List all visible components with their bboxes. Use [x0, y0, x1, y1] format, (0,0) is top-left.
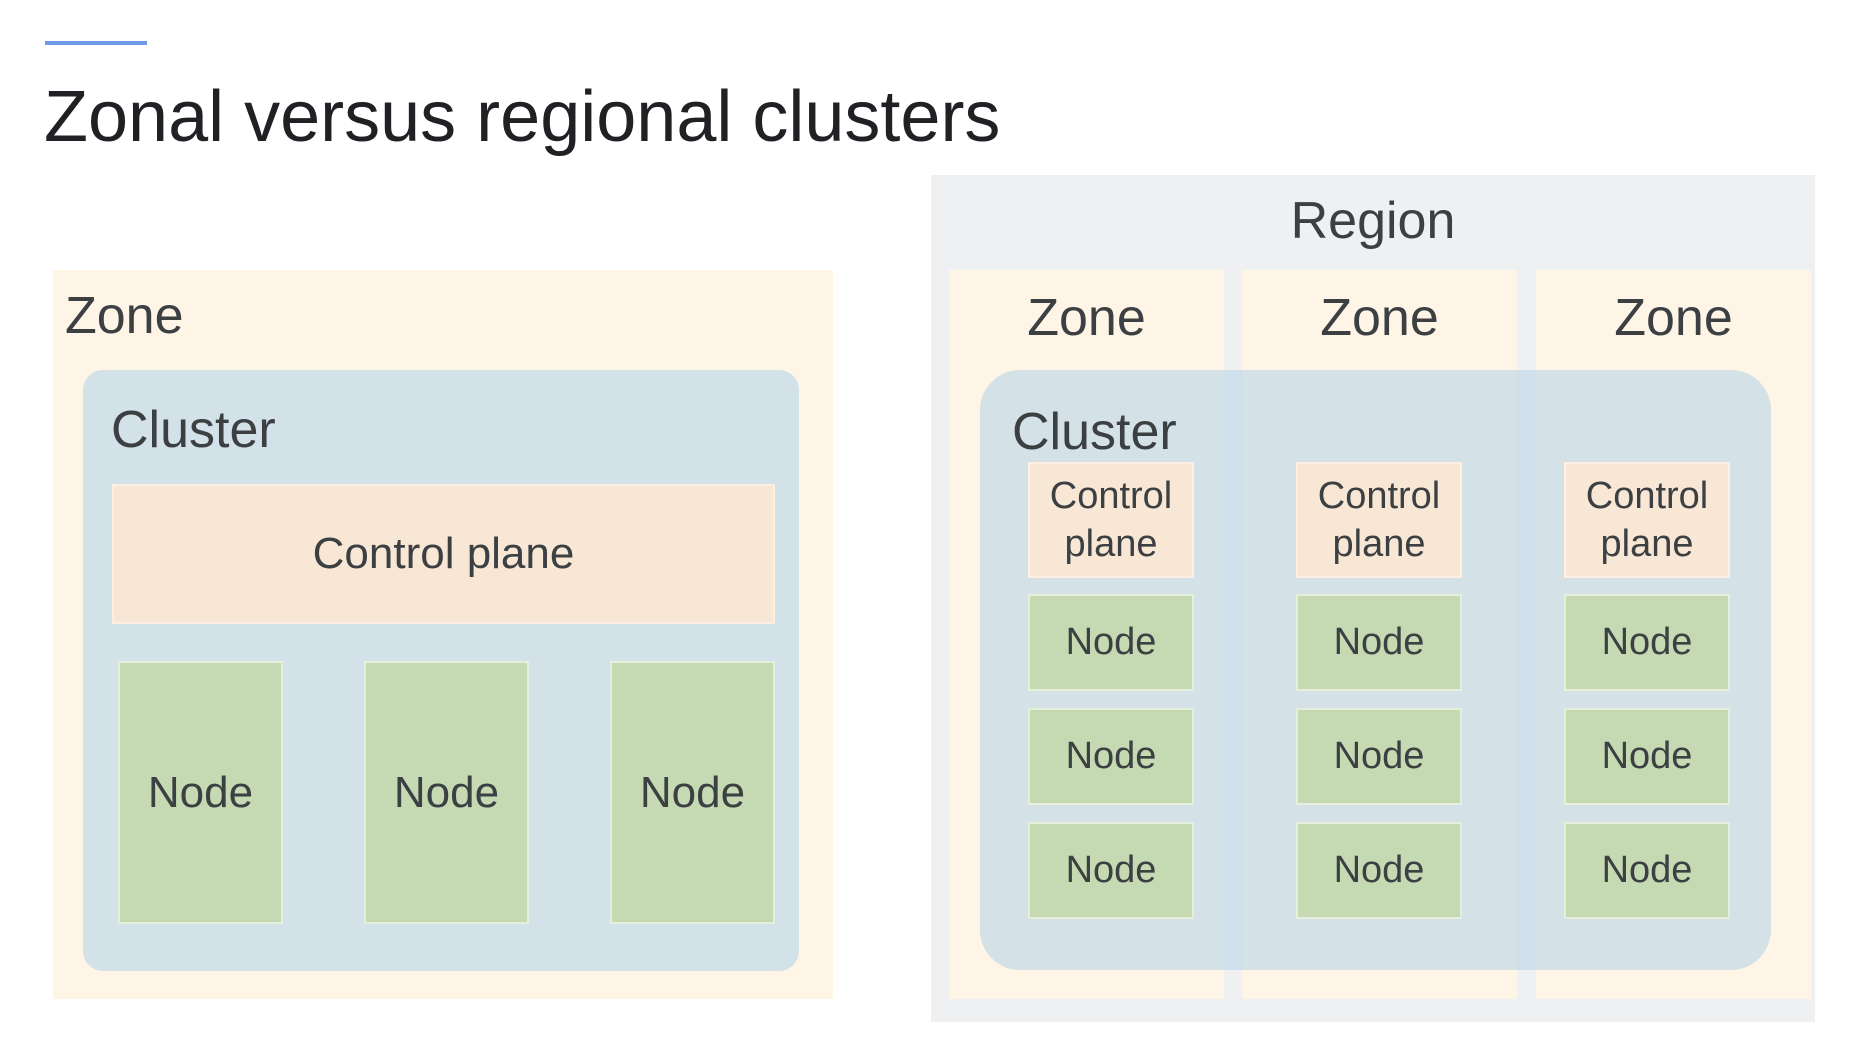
regional-cluster-label: Cluster	[1012, 403, 1177, 461]
regional-control-plane-2-label: Control plane	[1317, 475, 1441, 565]
regional-zone-3-node-2: Node	[1564, 708, 1730, 805]
regional-zone-1-node-2-label: Node	[1065, 735, 1157, 777]
zonal-node-2: Node	[364, 661, 529, 924]
regional-control-plane-3-label: Control plane	[1585, 475, 1709, 565]
region: Region Zone Zone Zone Cluster Control pl…	[931, 175, 1815, 1022]
regional-control-plane-1-label: Control plane	[1049, 475, 1173, 565]
zonal-zone-label: Zone	[65, 287, 184, 345]
regional-zone-3-node-1: Node	[1564, 594, 1730, 691]
regional-zone-1-node-3: Node	[1028, 822, 1194, 919]
title-accent-rule	[45, 41, 147, 45]
zonal-control-plane-label: Control plane	[312, 529, 575, 578]
regional-zone-2-node-2: Node	[1296, 708, 1462, 805]
regional-zone-3-node-3-label: Node	[1601, 849, 1693, 891]
regional-zone-1-node-3-label: Node	[1065, 849, 1157, 891]
zonal-zone: Zone Cluster Control plane Node Node Nod…	[53, 270, 833, 999]
regional-zone-3-node-3: Node	[1564, 822, 1730, 919]
regional-zone-1-node-2: Node	[1028, 708, 1194, 805]
regional-zone-2-node-3-label: Node	[1333, 849, 1425, 891]
regional-control-plane-1: Control plane	[1028, 462, 1194, 578]
regional-control-plane-3: Control plane	[1564, 462, 1730, 578]
zonal-node-1: Node	[118, 661, 283, 924]
zonal-node-3: Node	[610, 661, 775, 924]
regional-zone-3-label: Zone	[1614, 289, 1733, 347]
zonal-node-1-label: Node	[147, 767, 254, 817]
regional-zone-1-label: Zone	[1027, 289, 1146, 347]
regional-zone-2-node-3: Node	[1296, 822, 1462, 919]
regional-zone-3-node-1-label: Node	[1601, 621, 1693, 663]
regional-zone-3-node-2-label: Node	[1601, 735, 1693, 777]
page-title: Zonal versus regional clusters	[44, 77, 1001, 157]
zonal-cluster: Cluster Control plane Node Node Node	[83, 370, 799, 971]
region-label: Region	[1290, 192, 1456, 250]
regional-control-plane-2: Control plane	[1296, 462, 1462, 578]
zonal-node-2-label: Node	[393, 767, 500, 817]
zonal-node-3-label: Node	[639, 767, 746, 817]
regional-zone-2-node-1-label: Node	[1333, 621, 1425, 663]
regional-zone-2-node-1: Node	[1296, 594, 1462, 691]
regional-zone-2-label: Zone	[1320, 289, 1439, 347]
zonal-cluster-label: Cluster	[111, 401, 276, 459]
regional-zone-2-node-2-label: Node	[1333, 735, 1425, 777]
regional-zone-1-node-1: Node	[1028, 594, 1194, 691]
zonal-control-plane: Control plane	[112, 484, 775, 624]
regional-zone-1-node-1-label: Node	[1065, 621, 1157, 663]
